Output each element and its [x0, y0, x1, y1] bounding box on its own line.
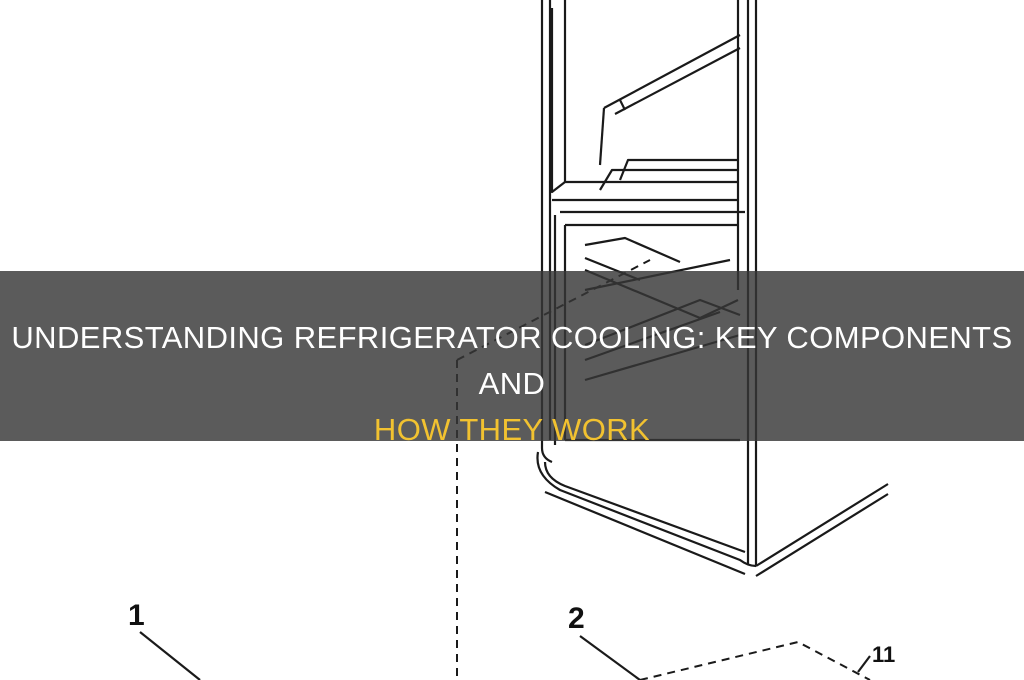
article-title: UNDERSTANDING REFRIGERATOR COOLING: KEY … [0, 315, 1024, 453]
callout-leaders [139, 631, 871, 680]
callout-11: 11 [872, 642, 895, 667]
title-line-1: UNDERSTANDING REFRIGERATOR COOLING: KEY … [11, 320, 1013, 401]
dashed-leader-lines [456, 259, 871, 680]
callout-2: 2 [568, 602, 585, 635]
title-banner [0, 271, 1024, 441]
title-line-2-highlight: HOW THEY WORK [373, 412, 651, 447]
callout-1: 1 [128, 599, 145, 632]
